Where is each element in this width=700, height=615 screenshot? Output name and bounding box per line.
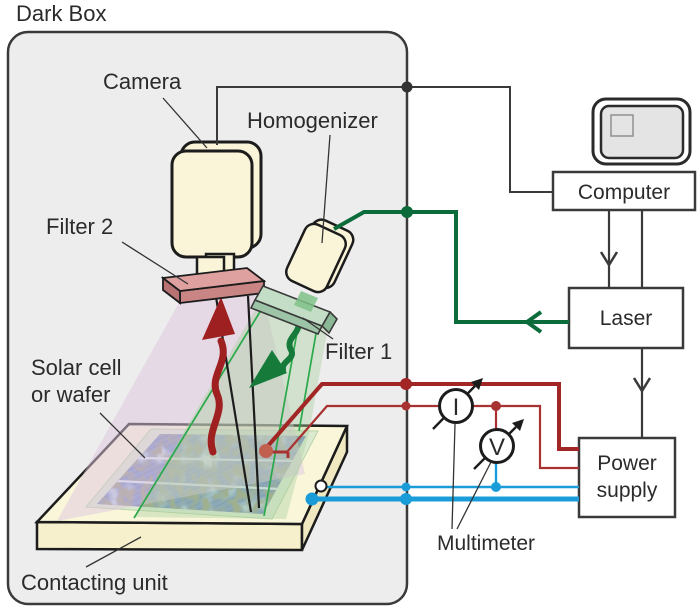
- contacting-unit-label: Contacting unit: [21, 570, 168, 595]
- multimeter-label: Multimeter: [437, 532, 535, 555]
- luminescence-arrow: [202, 297, 235, 456]
- leader-lines: [85, 97, 492, 568]
- current-wire-thick: [265, 382, 579, 451]
- camera-signal-wire: [216, 86, 553, 193]
- ammeter-label: I: [453, 394, 460, 421]
- filter1-beam-patch: [294, 291, 318, 312]
- monitor-window-glyph: [610, 114, 634, 137]
- camera-body-front: [170, 149, 254, 259]
- laser-box: Laser: [567, 286, 685, 350]
- laser-beam-arrow: [249, 316, 302, 388]
- homogenizer-body: [284, 222, 348, 294]
- filter1-label: Filter 1: [325, 339, 392, 364]
- arrow-left-icon: [523, 310, 543, 334]
- homogenizer: [284, 218, 355, 294]
- computer-box: Computer: [551, 170, 697, 212]
- camera-label: Camera: [103, 69, 182, 94]
- voltmeter: V: [473, 419, 524, 470]
- dark-box-title: Dark Box: [16, 1, 106, 26]
- arrow-down-icon: [632, 377, 652, 394]
- ammeter: I: [432, 378, 483, 430]
- solar-cell-label-line1: Solar cell: [31, 355, 121, 380]
- voltmeter-label: V: [489, 434, 505, 461]
- homogenizer-label: Homogenizer: [247, 108, 378, 133]
- junction-dots: [400, 81, 501, 505]
- control-lines: [599, 210, 652, 438]
- laser-fiber-wire: [333, 210, 569, 334]
- filter2-slab: [160, 267, 267, 305]
- filter2-label: Filter 2: [46, 214, 113, 239]
- laser-label: Laser: [600, 307, 653, 330]
- connector-ring: [314, 479, 328, 493]
- arrow-down-icon: [599, 251, 619, 268]
- platform-front-face: [35, 520, 304, 552]
- needle-arrow-icon: [471, 378, 483, 390]
- needle-arrow-icon: [512, 419, 524, 431]
- power-supply-box: Power supply: [577, 436, 677, 519]
- computer-label: Computer: [578, 181, 670, 204]
- filter1-slab: [249, 285, 338, 336]
- connector-blue-dot: [305, 492, 319, 506]
- power-supply-label-line2: supply: [597, 479, 658, 502]
- monitor-icon: [591, 97, 692, 166]
- laser-cone: [134, 298, 330, 519]
- solar-cell-label-line2: or wafer: [31, 382, 110, 407]
- power-supply-label-line1: Power: [597, 452, 657, 475]
- filter2-top-face: [160, 267, 267, 292]
- contact-probe-dot: [259, 444, 273, 458]
